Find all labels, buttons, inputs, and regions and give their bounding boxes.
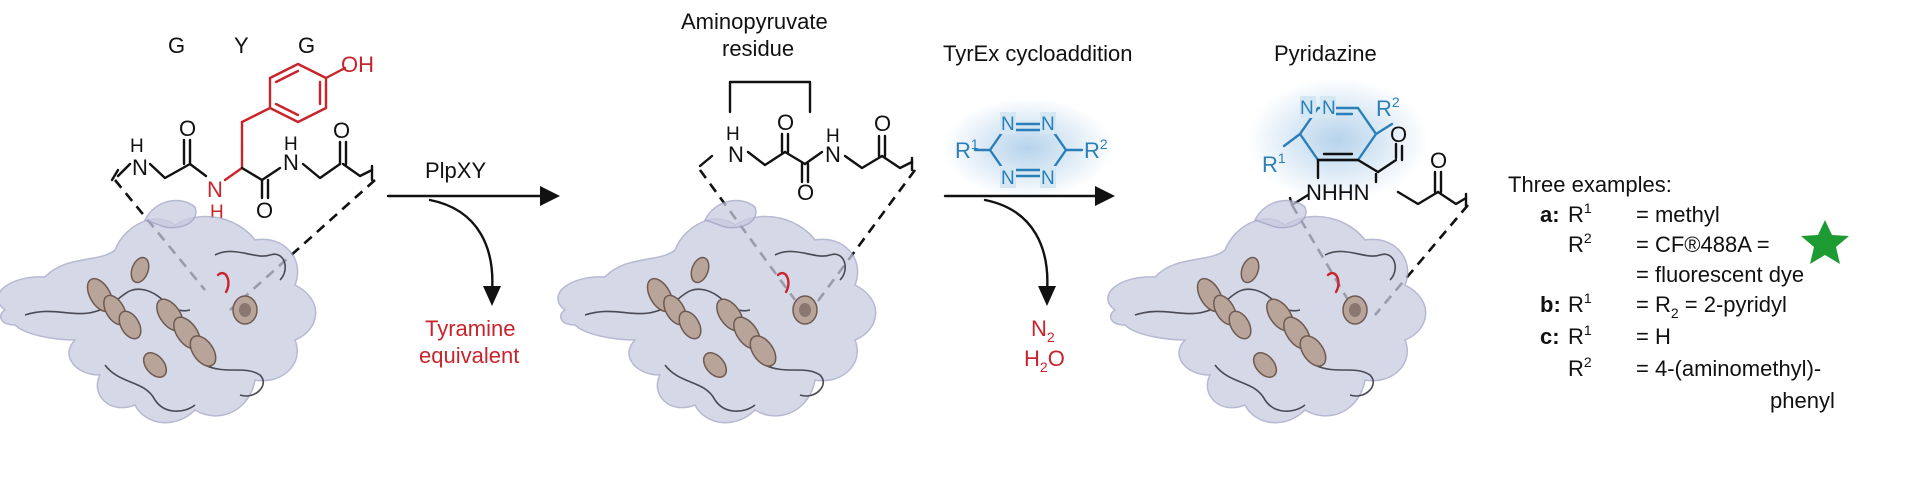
ap-atom-n1: N <box>728 142 744 167</box>
byproduct-n2: N2 <box>1031 316 1055 345</box>
protein-1 <box>0 199 317 424</box>
example-a-r2-value2: = fluorescent dye <box>1636 262 1804 287</box>
tz-r1: R1 <box>955 136 979 163</box>
bracket <box>728 80 812 114</box>
peptide-gyg: G Y G OH H N O N H O N H O <box>110 33 374 223</box>
residue-g2: G <box>298 33 315 58</box>
ap-atom-o2: O <box>797 180 814 205</box>
pz-atom-o2: O <box>1430 148 1447 173</box>
byproduct-arrow-1 <box>428 198 494 294</box>
linker-3 <box>1326 272 1340 294</box>
product-title: Pyridazine <box>1274 41 1377 66</box>
intermediate-title-1: Aminopyruvate <box>681 9 828 34</box>
example-c-r1-value: = H <box>1636 324 1671 349</box>
example-c-r2-value: = 4-(aminomethyl)- <box>1636 356 1821 381</box>
hydroxyl-label: OH <box>341 52 374 77</box>
pyridazine-structure: N N R2 R1 O NHHN O <box>1262 94 1468 208</box>
pz-nh-nh: NHHN <box>1306 180 1370 205</box>
tetrazine-structure: N N N N R1 R2 <box>955 112 1108 189</box>
example-c-r2-value2: phenyl <box>1770 388 1835 413</box>
example-a-r1-value: = methyl <box>1636 202 1720 227</box>
example-a-label: a: <box>1540 202 1560 227</box>
aminopyruvate-structure: H N O O N H O <box>698 110 914 205</box>
example-b-label: b: <box>1540 292 1561 317</box>
example-b-r1-value: = R2 = 2-pyridyl <box>1636 292 1787 321</box>
protein-2 <box>557 199 877 424</box>
enzyme-label: PlpXY <box>425 158 486 183</box>
atom-o3: O <box>333 118 350 143</box>
linker-2 <box>776 272 790 294</box>
example-a-r2: R2 <box>1568 230 1592 257</box>
tz-n4: N <box>1041 168 1055 189</box>
linker-1 <box>216 272 230 294</box>
pz-r1: R1 <box>1262 150 1286 177</box>
dash-left-2 <box>698 169 797 301</box>
pz-n2: N <box>1322 98 1336 119</box>
examples-list: Three examples: a: R1 = methyl R2 = CF®4… <box>1508 172 1849 413</box>
phenol-ring <box>268 62 328 124</box>
pz-n1: N <box>1300 98 1314 119</box>
pyridazine-glow <box>1248 78 1428 202</box>
tz-n2: N <box>1041 114 1055 135</box>
byproduct-arrow-2 <box>983 198 1049 294</box>
example-c-r1: R1 <box>1568 322 1592 349</box>
example-c-r2: R2 <box>1568 354 1592 381</box>
atom-o1: O <box>179 116 196 141</box>
ap-atom-h2: H <box>826 126 840 147</box>
reaction-label: TyrEx cycloaddition <box>943 41 1133 66</box>
tz-r2: R2 <box>1084 136 1108 163</box>
byproduct-h2o: H2O <box>1024 346 1065 375</box>
atom-n3: N <box>283 150 299 175</box>
residue-y: Y <box>234 33 249 58</box>
pz-r2: R2 <box>1376 94 1400 121</box>
tz-n3: N <box>1001 168 1015 189</box>
atom-h3: H <box>284 134 298 155</box>
ap-atom-o3: O <box>874 111 891 136</box>
atom-n1: N <box>132 155 148 180</box>
ap-atom-h1: H <box>726 124 740 145</box>
ap-atom-n2: N <box>825 142 841 167</box>
byproduct-1-line2: equivalent <box>419 343 519 368</box>
ap-atom-o1: O <box>777 110 794 135</box>
pz-atom-o1: O <box>1390 122 1407 147</box>
example-b-r1: R1 <box>1568 290 1592 317</box>
examples-heading: Three examples: <box>1508 172 1672 197</box>
protein-3 <box>1107 199 1427 424</box>
green-star-icon <box>1801 220 1849 264</box>
tz-n1: N <box>1001 114 1015 135</box>
residue-g1: G <box>168 33 185 58</box>
atom-h1: H <box>130 136 144 157</box>
byproduct-1-line1: Tyramine <box>425 316 515 341</box>
tetrazine-glow <box>943 98 1113 198</box>
example-a-r2-value: = CF®488A = <box>1636 232 1770 257</box>
atom-o2: O <box>256 198 273 223</box>
atom-n2: N <box>207 177 223 202</box>
example-a-r1: R1 <box>1568 200 1592 227</box>
example-c-label: c: <box>1540 324 1560 349</box>
intermediate-title-2: residue <box>722 36 794 61</box>
